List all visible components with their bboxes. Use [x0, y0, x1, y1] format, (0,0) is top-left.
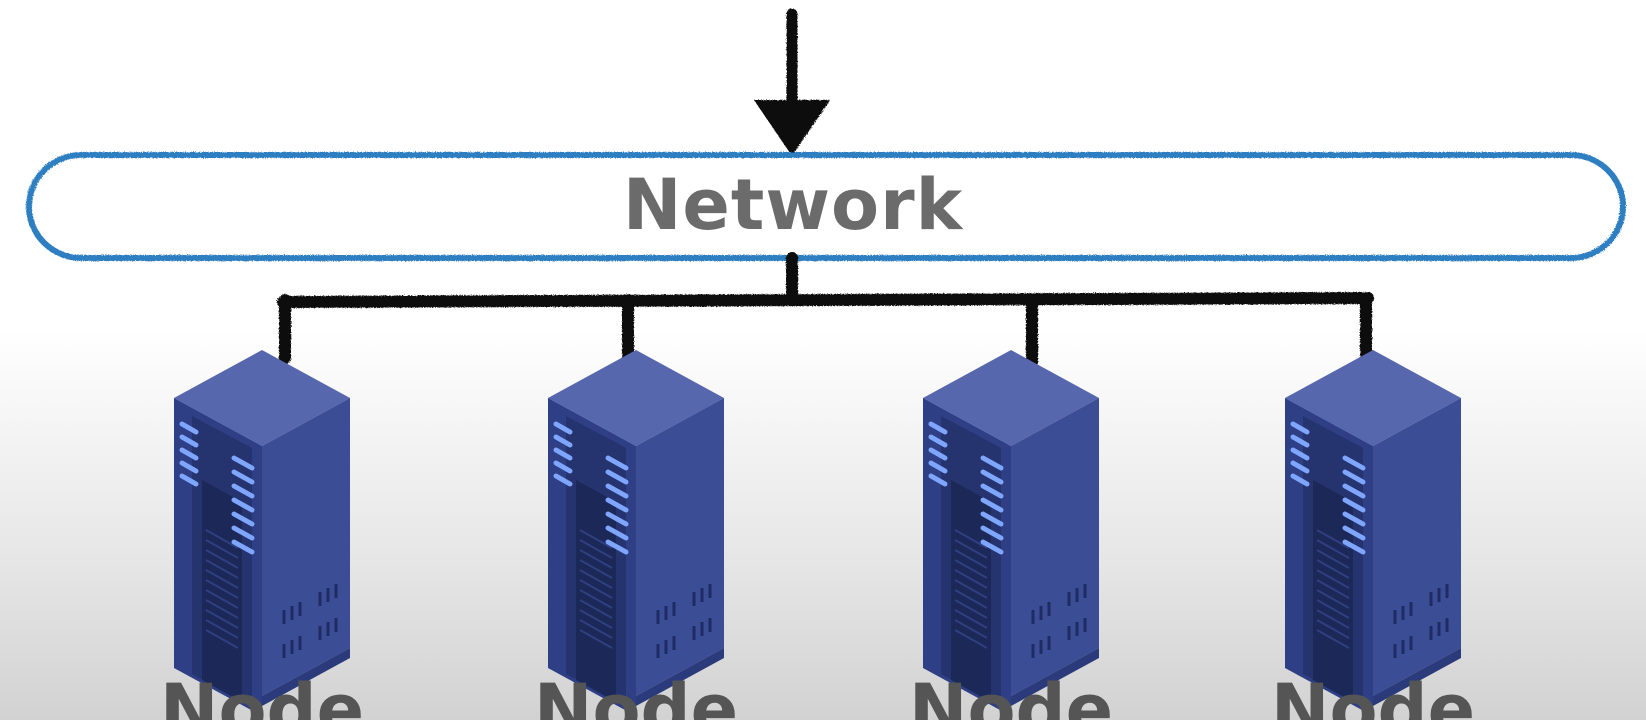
server-icon	[1285, 350, 1461, 716]
node-label: Node	[1270, 669, 1476, 720]
network-label: Network	[622, 164, 964, 246]
connector-lines	[277, 252, 1374, 378]
server-icon	[923, 350, 1099, 716]
server-icon	[548, 350, 724, 716]
arrow-down-icon	[754, 8, 830, 156]
node-label: Node	[908, 669, 1114, 720]
server-icon	[174, 350, 350, 716]
node-label: Node	[533, 669, 739, 720]
node-label: Node	[159, 669, 365, 720]
network-outline	[26, 152, 1626, 261]
